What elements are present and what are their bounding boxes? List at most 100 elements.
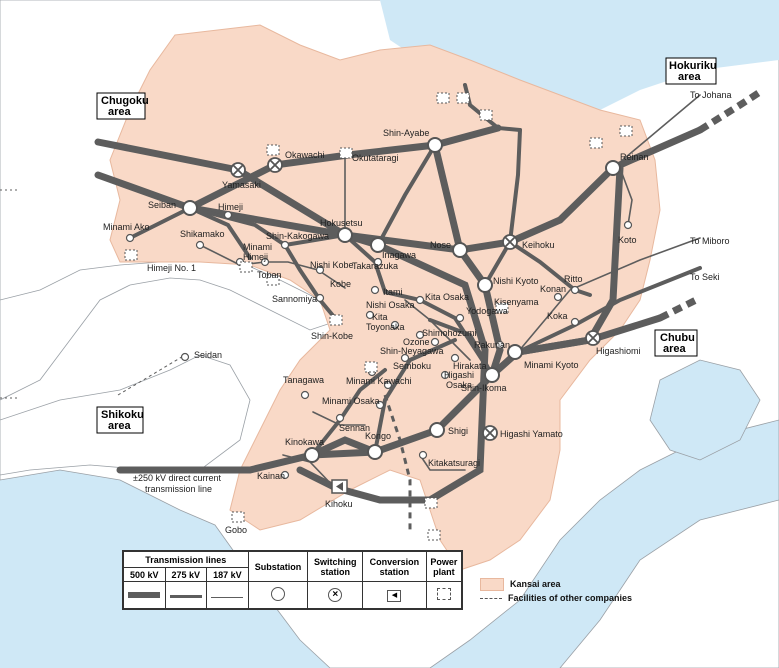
lbl-inagawa: Inagawa (382, 250, 416, 260)
line-275kv-g (373, 338, 457, 454)
lbl-gobo: Gobo (225, 525, 247, 535)
station-konan (553, 292, 563, 302)
lbl-minami-ako: Minami Ako (103, 222, 150, 232)
legend-275kv: 275 kV (164, 567, 208, 582)
lbl-yamasaki: Yamasaki (222, 180, 261, 190)
station-shin-kakogawa (280, 240, 290, 250)
station-reinan (605, 160, 621, 176)
lbl-seidan: Seidan (194, 350, 222, 360)
label-to-seki: To Seki (690, 272, 720, 282)
station-sennan (335, 413, 345, 423)
lbl-sannomiya: Sannomiya (272, 294, 317, 304)
lbl-nishi-osaka: Nishi Osaka (366, 300, 415, 310)
switch-keihoku (502, 234, 518, 250)
lbl-konan: Konan (540, 284, 566, 294)
lbl-kita-toyonaka-2: Toyonaka (366, 322, 405, 332)
legend-500kv: 500 kV (123, 567, 166, 582)
lbl-minami-kawachi: Minami Kawachi (346, 376, 412, 386)
station-tanagawa (300, 390, 310, 400)
station-minami-osaka (375, 400, 385, 410)
lbl-tanagawa: Tanagawa (283, 375, 324, 385)
station-higashi-osaka (440, 370, 450, 380)
station-seiban (182, 200, 198, 216)
station-labels: Yamasaki Okawachi Okutataragi Shin-Ayabe… (103, 128, 649, 535)
lbl-higashi-osaka-2: Osaka (446, 380, 472, 390)
legend-swatch-187 (206, 581, 249, 609)
area-hokuriku-2: area (678, 71, 702, 83)
legend-187kv: 187 kV (206, 567, 249, 582)
line-187kv-c (517, 237, 701, 353)
key-other-label: Facilities of other companies (508, 593, 633, 603)
legend-switching-icon: × (307, 581, 364, 609)
transmission-lines (94, 83, 704, 504)
lbl-minami-kyoto: Minami Kyoto (524, 360, 579, 370)
area-chubu-1: Chubu (660, 332, 695, 344)
line-187kv-f (619, 167, 633, 226)
line-500kv-ring (186, 204, 489, 504)
lbl-sennan: Sennan (339, 423, 370, 433)
lbl-itami: Itami (383, 287, 403, 297)
key-kansai: Kansai area (480, 578, 561, 591)
station-minami-kyoto (507, 344, 523, 360)
lbl-kita-osaka: Kita Osaka (425, 292, 469, 302)
line-275kv-c (376, 143, 437, 247)
lbl-dc-line-2: transmission line (145, 484, 212, 494)
lbl-koto: Koto (618, 235, 637, 245)
lbl-nose: Nose (430, 240, 451, 250)
line-other-chubu (658, 294, 702, 322)
line-187kv-h (419, 454, 466, 471)
area-hokuriku-1: Hokuriku (669, 60, 717, 72)
lbl-shigi: Shigi (448, 426, 468, 436)
station-hokusetsu (337, 227, 353, 243)
station-ritto (570, 285, 580, 295)
power-plants (124, 92, 633, 541)
legend-swatch-500 (123, 581, 166, 609)
area-chubu: Chubu area (654, 329, 698, 357)
area-shikoku-1: Shikoku (101, 409, 144, 421)
kansai-swatch (480, 578, 504, 591)
station-koto (623, 220, 633, 230)
line-275kv-k (283, 243, 337, 320)
lbl-kihoku: Kihoku (325, 499, 353, 509)
line-other-kii (383, 394, 412, 530)
station-yodogawa (455, 313, 465, 323)
station-kobe (315, 293, 325, 303)
lbl-reinan: Reinan (620, 152, 649, 162)
lbl-hirakata: Hirakata (453, 361, 487, 371)
area-chugoku-1: Chugoku (101, 95, 149, 107)
line-other-hokuriku (698, 89, 762, 133)
station-nishi-kobe (315, 265, 325, 275)
station-shigi (429, 422, 445, 438)
lbl-rakunan: Rakunan (474, 340, 510, 350)
lbl-shimohozumi: Shimohozumi (422, 328, 477, 338)
station-itami (370, 285, 380, 295)
switch-higashiomi (585, 330, 601, 346)
lbl-kita-toyonaka-1: Kita (372, 312, 388, 322)
station-nishi-kyoto (477, 277, 493, 293)
station-kitakatsuragi (418, 450, 428, 460)
lbl-nishi-kobe: Nishi Kobe (310, 260, 354, 270)
lbl-keihoku: Keihoku (522, 240, 555, 250)
label-to-johana: To Johana (690, 90, 732, 100)
station-nishi-osaka (365, 310, 375, 320)
area-chugoku-2: area (108, 106, 132, 118)
station-rakunan (495, 340, 505, 350)
legend-swatch-275 (164, 581, 208, 609)
station-shimohozumi (430, 337, 440, 347)
station-shin-ikoma (484, 367, 500, 383)
lbl-semboku: Semboku (393, 361, 431, 371)
station-hirakata (450, 353, 460, 363)
station-kongo (367, 444, 383, 460)
lbl-toban: Toban (257, 270, 282, 280)
line-275kv-d (458, 239, 592, 297)
line-500kv-west (94, 124, 502, 212)
lbl-ritto: Ritto (564, 274, 583, 284)
lbl-shin-ikoma: Shin-Ikoma (461, 383, 507, 393)
lbl-shin-neyagawa: Shin-Neyagawa (380, 346, 444, 356)
